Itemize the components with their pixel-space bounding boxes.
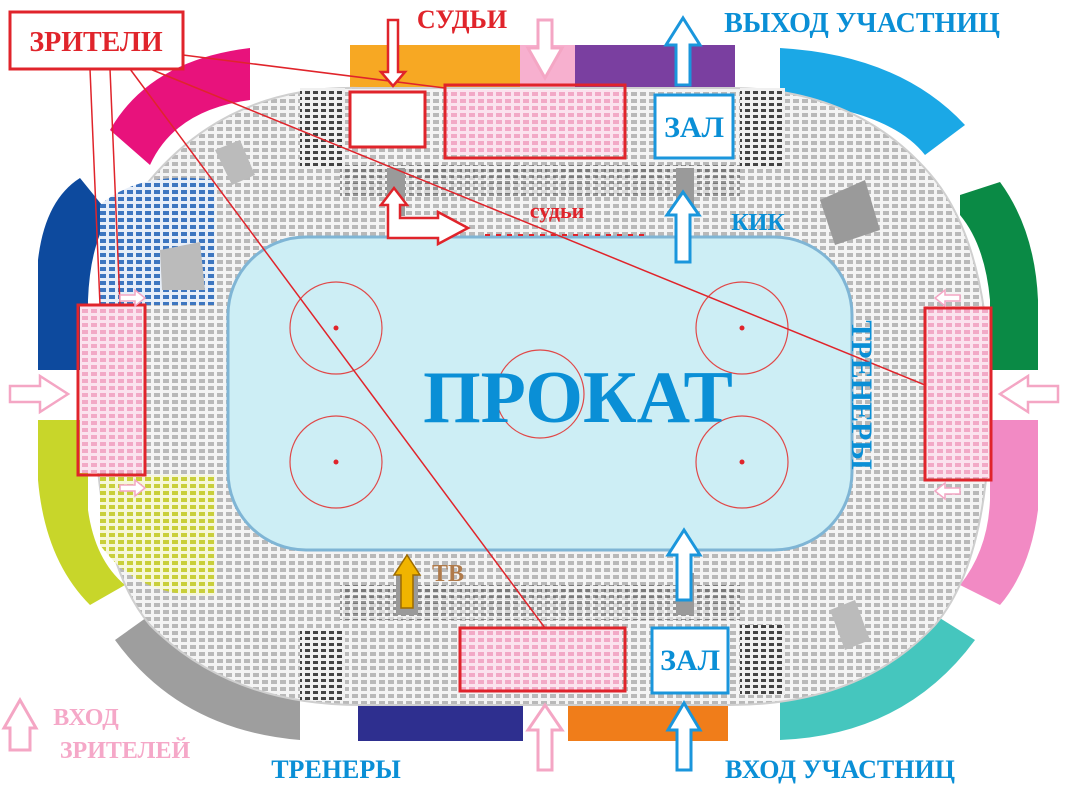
line-to-bottom [129,68,546,629]
stair-top-right [820,180,880,245]
line-to-right [149,68,926,386]
faceoff-dot-bl [333,459,339,465]
spectators-right-arrow [997,373,1060,415]
outer-sectors [38,48,1038,740]
box-bottom-spectators [458,626,627,693]
stair-bottom-right [830,600,870,650]
spectators-entry-up-arrow [1,696,39,752]
seats-bottom-dark-2 [740,625,785,695]
small-pink-arrow-1 [119,288,147,308]
text-labels: ЗРИТЕЛИ СУДЬИ ВЫХОД УЧАСТНИЦ судьи КИК Т… [29,5,1000,784]
athletes-entry-label: ВХОД УЧАСТНИЦ [725,755,955,784]
box-right-spectators [923,306,993,482]
small-pink-arrow-3 [933,288,961,308]
faceoff-circle-br [695,415,789,509]
judges-down-arrow [378,18,408,88]
rink-surface [226,235,854,552]
spectator-connector-lines [89,54,926,629]
line-to-left-1 [89,68,101,306]
small-pink-arrow-2 [119,478,147,498]
judges-top-label: СУДЬИ [417,5,507,34]
tv-up-arrow [392,553,422,609]
sector-magenta [110,48,250,165]
seats-top-row2 [340,165,740,197]
seats-top-pink [445,90,625,155]
box-left-spectators [76,303,147,477]
coaches-bottom-label: ТРЕНЕРЫ [271,755,401,784]
seats-top-dark-2 [740,88,785,168]
spectators-label-box [8,10,185,71]
sector-lime [38,420,125,605]
seats-left-yellow [100,475,215,596]
hall-label-top: ЗАЛ [664,111,724,144]
line-to-top [182,54,446,89]
sector-navy [38,178,110,370]
center-circle [495,349,585,439]
faceoff-circle-tl [289,281,383,375]
highlight-boxes [8,10,993,693]
seats-bottom-pink [460,628,622,690]
spectators-entry-line1: ВХОД [53,705,119,731]
athletes-entry-up-arrow [665,700,703,772]
arrows [1,15,1060,772]
faceoff-circle-bl [289,415,383,509]
sector-green [960,182,1038,370]
kik-label: КИК [731,210,785,236]
block-purple-top [575,45,735,87]
judges-mid-label: судьи [530,198,585,223]
small-pink-arrow-4 [933,481,961,501]
athletes-exit-label: ВЫХОД УЧАСТНИЦ [724,8,1000,39]
hall-label-bottom: ЗАЛ [660,644,720,677]
stair-left [160,242,205,290]
coaches-right-label: ТРЕНЕРЫ [845,320,878,469]
block-orange-top-2 [440,45,520,87]
tv-label: ТВ [432,561,464,587]
faceoff-dot-tl [333,325,339,331]
hall-box-bottom [650,626,730,695]
sector-gray [115,615,300,740]
sector-pink [960,420,1038,605]
box-top-spectators [443,83,627,160]
rink-label: ПРОКАТ [423,357,733,439]
rink: ПРОКАТ [226,234,854,552]
faceoff-dot-tr [739,325,745,331]
seats-right-pink [925,308,990,478]
rink-exit-up-arrow [665,527,703,602]
seats-top-dark [300,88,345,168]
kik-up-arrow [664,189,702,264]
judges-route-arrow [378,185,471,247]
box-top-white [348,90,427,149]
faceoff-dot-br [739,459,745,465]
hall-boxes: ЗАЛ ЗАЛ [650,93,735,695]
spectators-top-down-arrow [525,18,565,82]
spectators-left-arrow [8,373,71,415]
stair-top-left [215,140,255,185]
faceoff-circle-tr [695,281,789,375]
spectators-entry-line2: ЗРИТЕЛЕЙ [60,738,191,764]
seats-left-pink [80,305,142,473]
seats-bottom-dark [300,630,345,700]
sector-sky [780,48,965,155]
hall-box-top [653,93,735,160]
athletes-exit-up-arrow [663,15,703,87]
spectators-bottom-up-arrow [525,702,565,772]
line-to-left-2 [109,68,121,306]
sector-teal [780,615,975,740]
spectators-label: ЗРИТЕЛИ [29,27,163,58]
